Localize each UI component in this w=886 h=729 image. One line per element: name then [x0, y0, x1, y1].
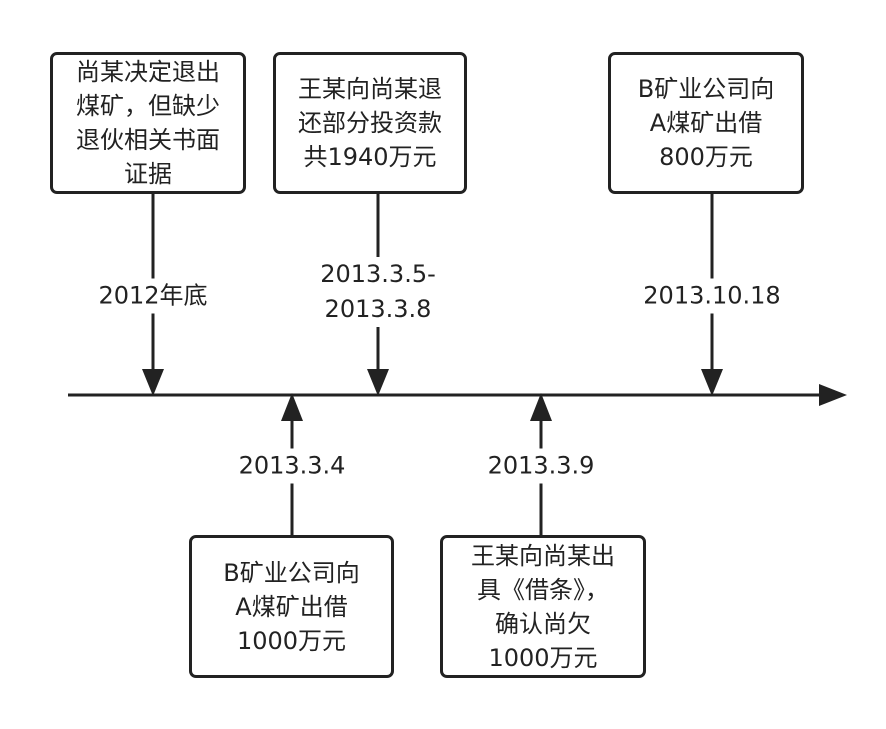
event-text-line: A煤矿出借: [235, 592, 348, 621]
date-text-line: 2012年底: [98, 281, 208, 310]
event-text-line: 1000万元: [236, 626, 347, 655]
date-label: 2013.3.9: [484, 448, 598, 484]
event-text-line: 煤矿，但缺少: [76, 92, 220, 120]
up-arrowhead: [281, 393, 303, 421]
event-text-line: 证据: [124, 160, 172, 188]
date-text-line: 2013.10.18: [643, 281, 781, 310]
date-label: 2012年底: [95, 278, 211, 314]
event-text-line: B矿业公司向: [223, 558, 360, 587]
event-text-line: 王某向尚某出: [471, 541, 615, 570]
down-arrowhead: [367, 369, 389, 396]
event-box: B矿业公司向 A煤矿出借 800万元: [608, 52, 804, 194]
date-text-line: 2013.3.9: [487, 451, 595, 480]
date-label: 2013.10.18: [640, 278, 784, 314]
down-arrowhead: [142, 369, 164, 396]
down-arrowhead: [701, 369, 723, 396]
event-text-line: 还部分投资款: [298, 109, 442, 137]
event-box: 王某向尚某出 具《借条》， 确认尚欠 1000万元: [440, 535, 646, 678]
event-text-line: 尚某决定退出: [76, 58, 220, 86]
event-box: 王某向尚某退 还部分投资款 共1940万元: [273, 52, 467, 194]
event-text-line: 共1940万元: [303, 143, 437, 171]
event-box: 尚某决定退出 煤矿，但缺少 退伙相关书面 证据: [50, 52, 246, 194]
event-text-line: 具《借条》，: [477, 575, 609, 604]
date-text-line: 2013.3.8: [324, 295, 432, 323]
event-box: B矿业公司向 A煤矿出借 1000万元: [189, 535, 394, 678]
event-text-line: A煤矿出借: [649, 109, 763, 137]
event-text-line: 确认尚欠: [495, 609, 591, 638]
date-label: 2013.3.5- 2013.3.8: [317, 257, 439, 327]
event-text-line: 1000万元: [488, 643, 598, 672]
event-text-line: B矿业公司向: [637, 75, 775, 103]
up-arrowhead: [530, 393, 552, 421]
event-text-line: 退伙相关书面: [76, 126, 220, 154]
event-text-line: 800万元: [659, 143, 753, 171]
date-label: 2013.3.4: [235, 448, 349, 484]
time-axis-arrowhead: [819, 384, 847, 406]
date-text-line: 2013.3.4: [238, 451, 346, 480]
event-text-line: 王某向尚某退: [298, 75, 442, 103]
date-text-line: 2013.3.5-: [320, 260, 436, 288]
